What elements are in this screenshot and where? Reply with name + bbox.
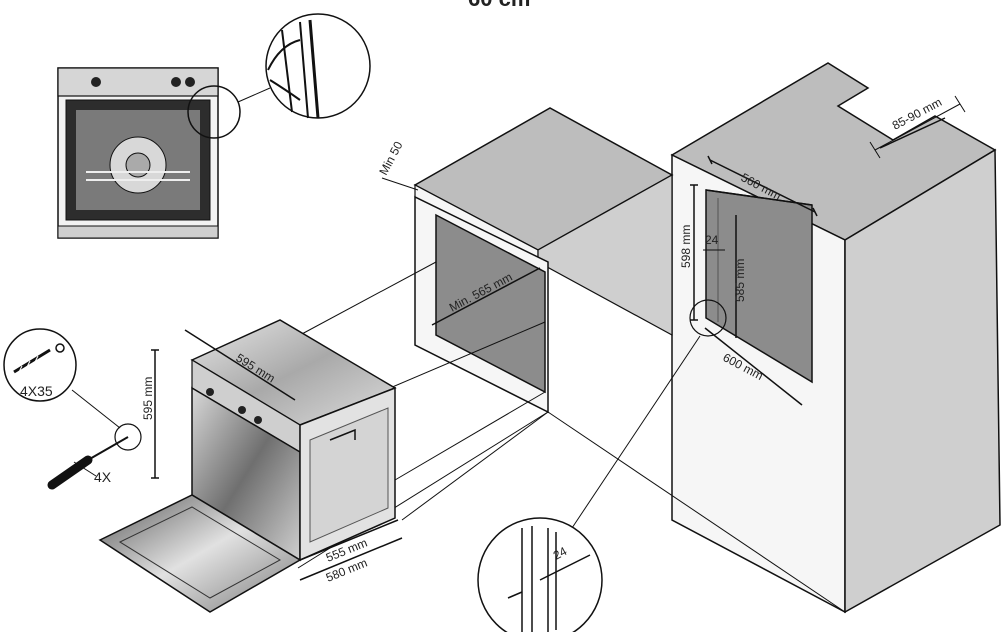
tall-cabinet-side bbox=[844, 148, 1001, 614]
dim-oven-595-h: 595 mm bbox=[141, 377, 155, 420]
counter-cabinet bbox=[413, 107, 674, 414]
gap-detail: 24 bbox=[477, 517, 603, 632]
dim-min-50: Min 50 bbox=[376, 139, 405, 178]
dim-598: 598 mm bbox=[679, 225, 693, 268]
dim-585: 585 mm bbox=[733, 259, 747, 302]
knob-icon bbox=[185, 77, 195, 87]
knob-icon bbox=[238, 406, 246, 414]
knob-icon bbox=[171, 77, 181, 87]
screw-qty-label: 4X bbox=[94, 469, 112, 485]
screw-detail-circle bbox=[3, 328, 77, 402]
oven-side-bracket bbox=[329, 428, 356, 441]
knob-icon bbox=[206, 388, 214, 396]
oven bbox=[98, 319, 397, 613]
screwdriver-icon bbox=[47, 436, 129, 490]
knob-icon bbox=[254, 416, 262, 424]
tall-cabinet bbox=[670, 62, 1001, 614]
dim-24-top: 24 bbox=[705, 233, 719, 247]
dim-24-detail: 24 bbox=[551, 544, 570, 563]
knob-icon bbox=[91, 77, 101, 87]
screw-callout: 4X35 4X bbox=[3, 328, 142, 490]
screw-size-label: 4X35 bbox=[20, 383, 53, 399]
gap-detail-circle bbox=[477, 517, 603, 632]
projection-lines bbox=[297, 261, 846, 613]
detail-marker bbox=[689, 299, 727, 337]
vent-slot bbox=[879, 117, 946, 149]
page-title: 60 cm bbox=[468, 0, 530, 11]
hinge-detail bbox=[265, 13, 371, 119]
screw-icon bbox=[13, 343, 65, 375]
oven-inset bbox=[57, 67, 271, 239]
